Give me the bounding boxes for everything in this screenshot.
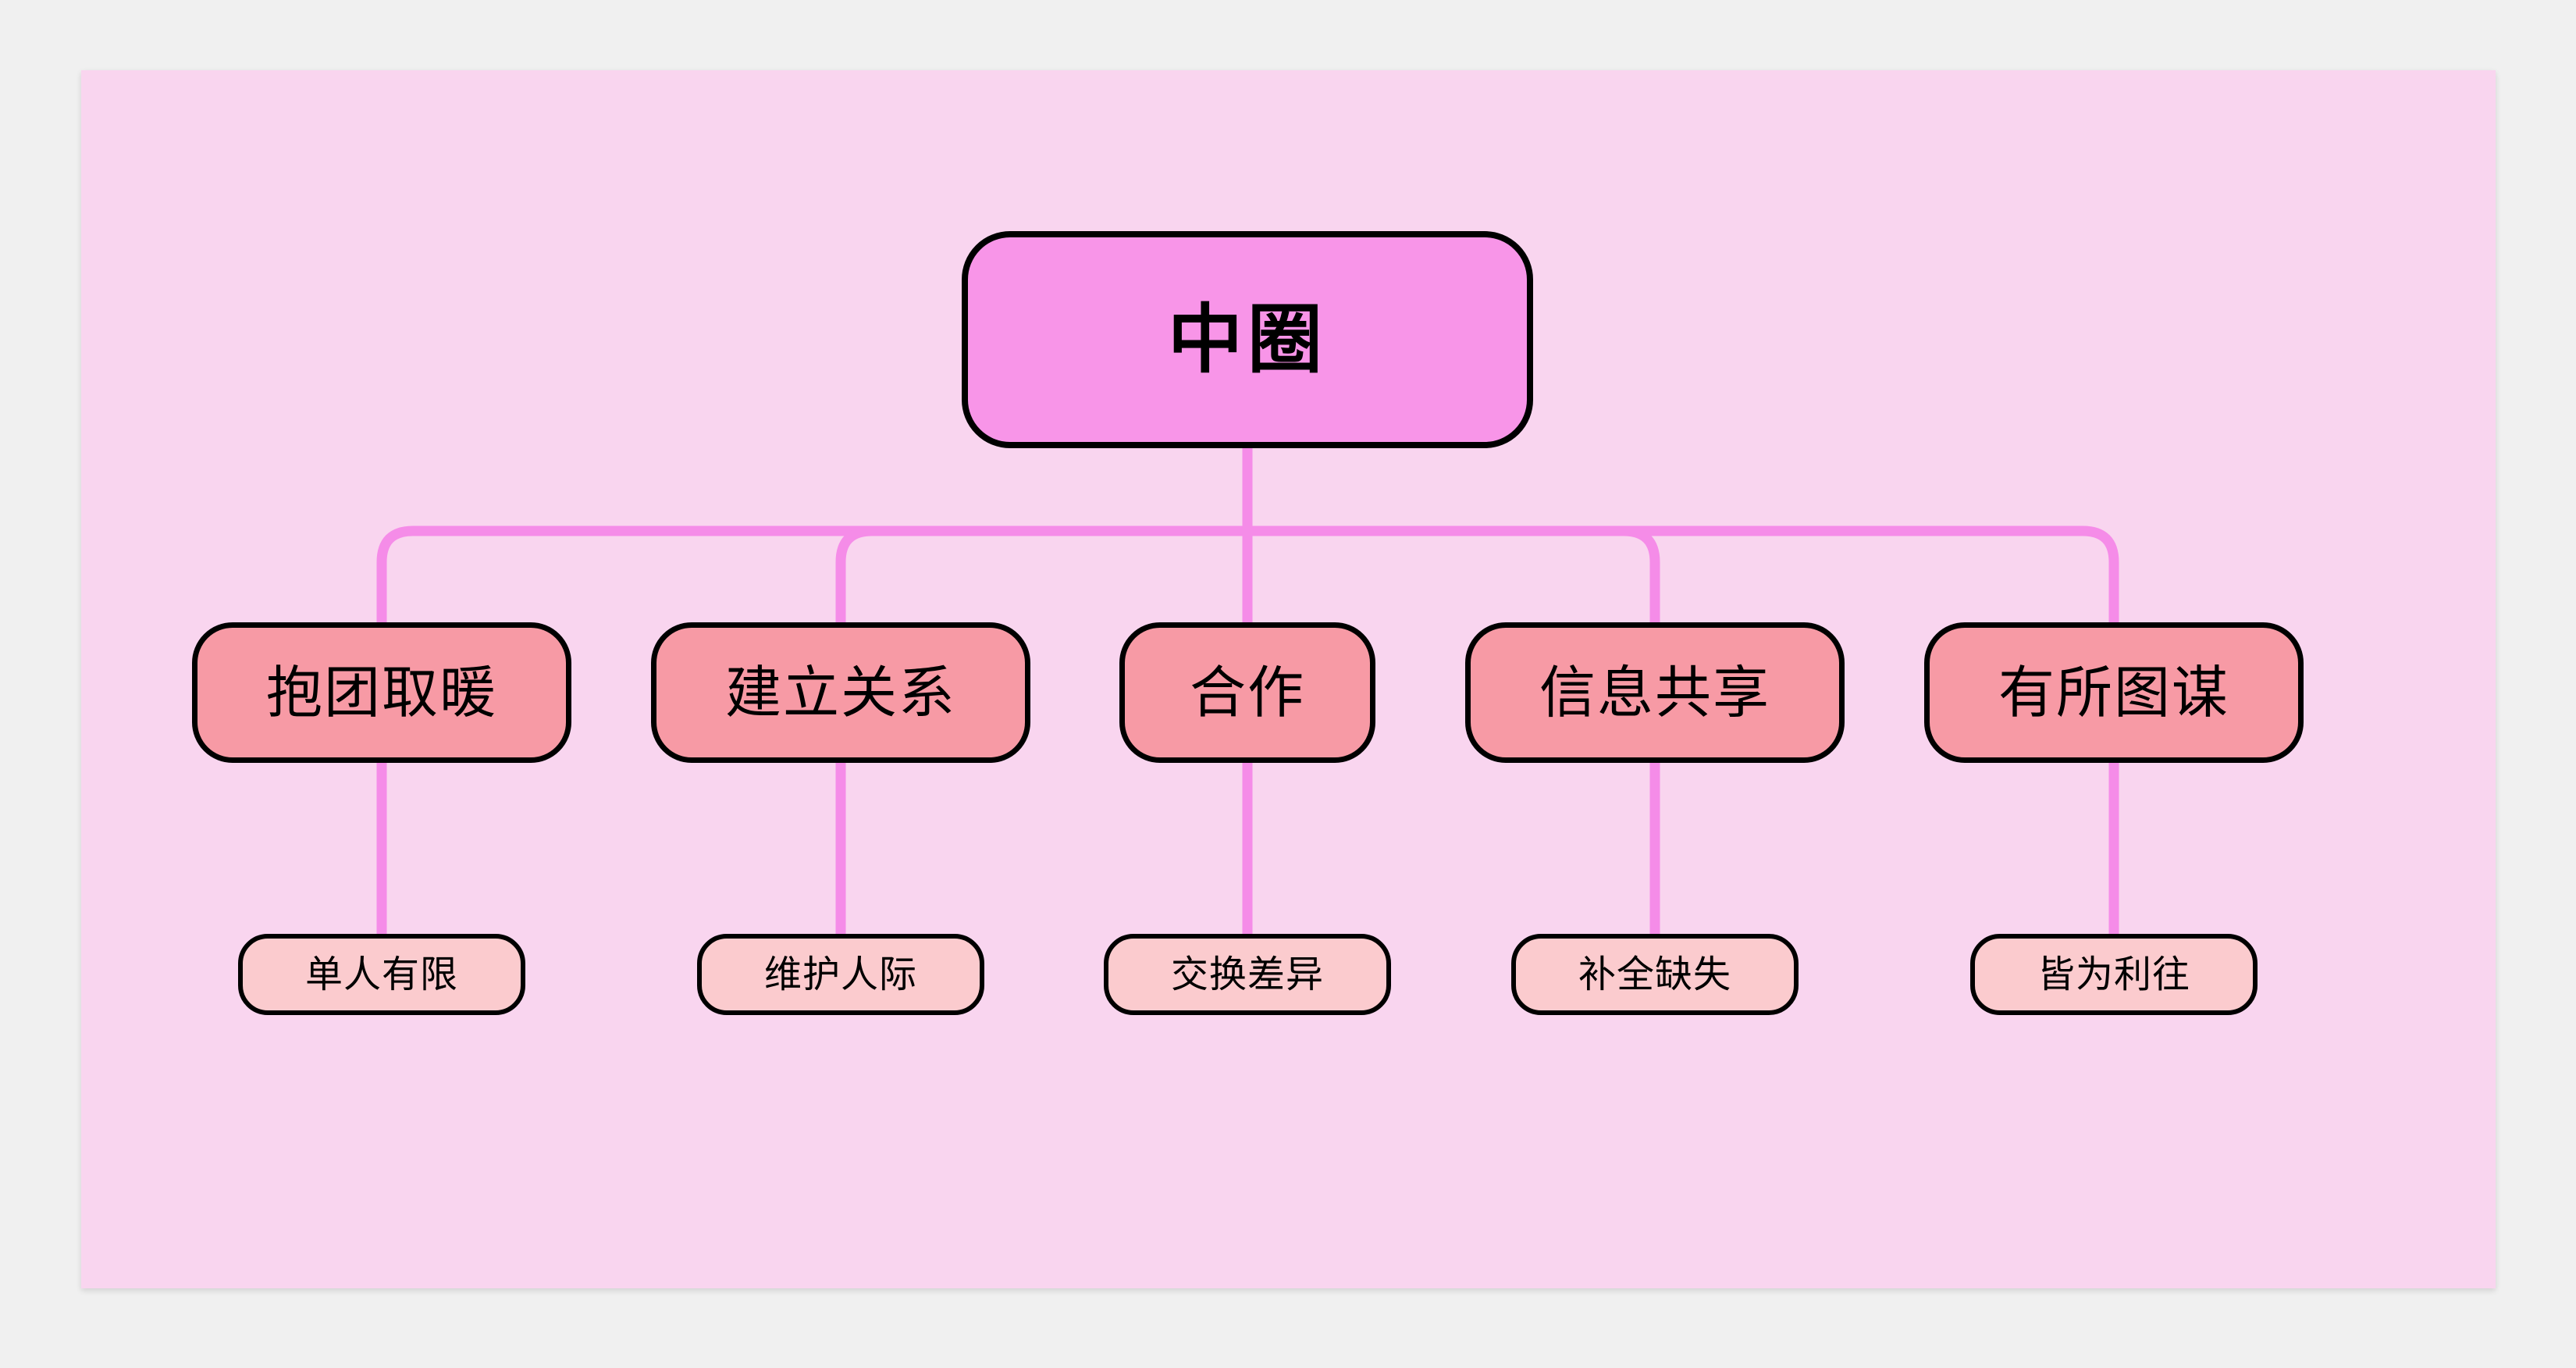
node-leaf-5[interactable]: 皆为利往	[1970, 934, 2258, 1015]
node-branch-2[interactable]: 建立关系	[651, 622, 1030, 763]
node-root[interactable]: 中圈	[962, 231, 1533, 448]
node-leaf-2[interactable]: 维护人际	[697, 934, 984, 1015]
node-branch-5[interactable]: 有所图谋	[1924, 622, 2304, 763]
node-leaf-3[interactable]: 交换差异	[1104, 934, 1391, 1015]
node-branch-1[interactable]: 抱团取暖	[192, 622, 571, 763]
node-branch-4[interactable]: 信息共享	[1465, 622, 1845, 763]
node-leaf-1[interactable]: 单人有限	[238, 934, 525, 1015]
node-leaf-4[interactable]: 补全缺失	[1511, 934, 1799, 1015]
node-branch-3[interactable]: 合作	[1119, 622, 1375, 763]
